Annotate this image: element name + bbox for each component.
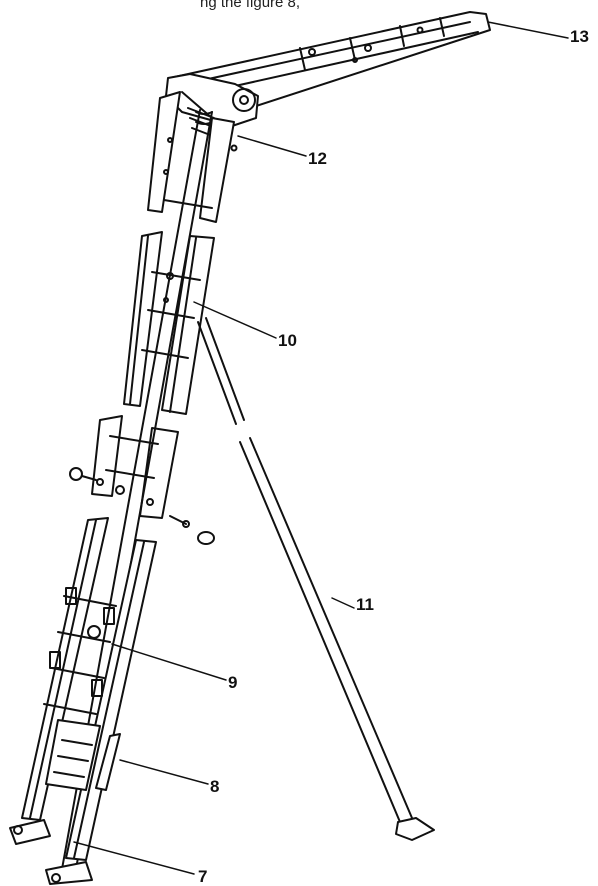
base-feet xyxy=(9,819,93,885)
fastener-set xyxy=(69,467,215,545)
part-label-12: 12 xyxy=(308,149,327,168)
caption-fragment: ng the figure 8, xyxy=(200,0,301,11)
upper-bracket xyxy=(147,91,235,223)
part-label-10: 10 xyxy=(278,331,297,350)
part-label-7: 7 xyxy=(198,867,208,886)
part-label-8: 8 xyxy=(210,777,220,796)
leader-lines xyxy=(73,21,569,875)
part-label-13: 13 xyxy=(570,27,589,46)
part-label-11: 11 xyxy=(356,595,374,614)
part-label-9: 9 xyxy=(228,673,238,692)
lower-ladder-section xyxy=(21,517,157,861)
outer-side-rail xyxy=(95,733,121,791)
middle-channel-section xyxy=(123,231,215,415)
support-strut xyxy=(197,317,435,841)
